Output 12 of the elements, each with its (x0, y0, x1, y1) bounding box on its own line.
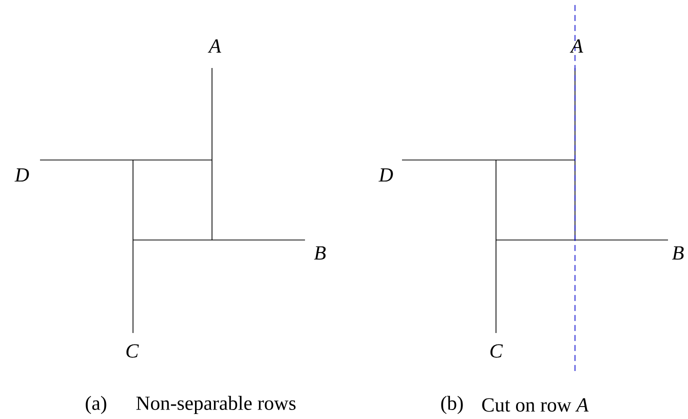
row-label: B (314, 246, 326, 260)
subfigure-caption: Cut on row A (482, 398, 589, 412)
row-label: A (208, 39, 222, 53)
row-label: C (490, 344, 503, 358)
row-label: A (570, 39, 584, 53)
subfigure-letter: (b) (441, 396, 463, 414)
subfigure-caption: Non-separable rows (136, 396, 296, 414)
row-label: B (672, 246, 684, 260)
row-label: C (126, 344, 139, 358)
subfigure-letter: (a) (86, 396, 106, 414)
row-label: D (14, 168, 29, 182)
row-label: D (378, 168, 393, 182)
